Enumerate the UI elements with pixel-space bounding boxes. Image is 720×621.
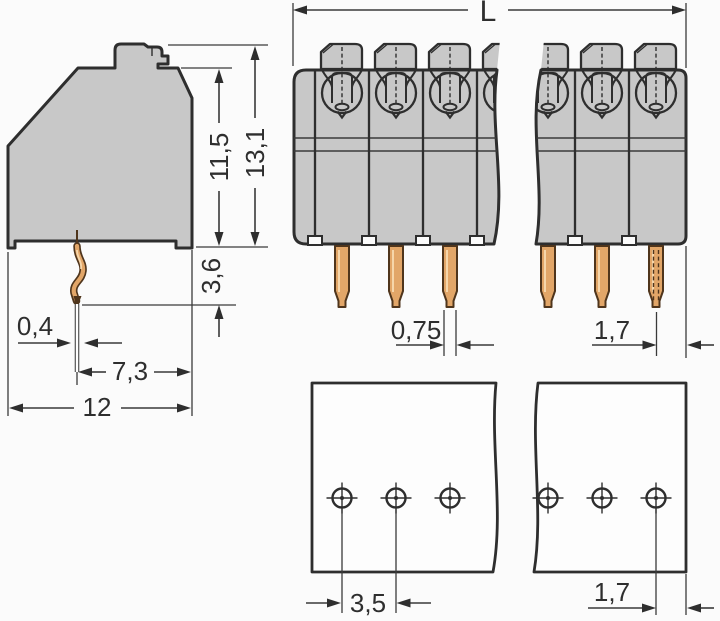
dim-pin-tip-width-label: 0,4	[17, 311, 53, 341]
front-view: L 0,75 1,7	[292, 0, 714, 358]
dim-total-height-label: 13,1	[240, 128, 270, 179]
dim-total-height: 13,1	[240, 46, 270, 246]
pcb-drilling-view: 3,5 1,7	[306, 381, 714, 618]
dim-pin-to-end: 1,7	[592, 246, 714, 358]
dim-pitch: 3,5	[306, 509, 431, 618]
housing-side-profile	[6, 42, 194, 250]
solder-pin-hidden-lines	[652, 250, 660, 302]
solder-pin	[540, 245, 556, 308]
dim-pin-width-label: 0,75	[391, 315, 442, 345]
dim-pitch-label: 3,5	[350, 588, 386, 618]
dim-body-height-label: 11,5	[204, 133, 234, 182]
solder-pin	[594, 245, 610, 308]
terminal-unit	[319, 42, 364, 119]
solder-pin	[648, 245, 664, 308]
dim-hole-to-edge-label: 1,7	[594, 577, 630, 607]
dim-hole-to-edge: 1,7	[588, 509, 714, 615]
terminal-unit-partial	[536, 42, 570, 119]
solder-pin	[388, 245, 404, 308]
side-extension-lines	[7, 44, 268, 416]
terminal-unit	[427, 42, 472, 119]
dim-pin-to-end-label: 1,7	[594, 315, 630, 345]
solder-pin	[442, 245, 458, 308]
pcb-outline-right	[532, 381, 688, 574]
terminal-unit	[373, 42, 418, 119]
dim-pin-length-label: 3,6	[196, 258, 226, 294]
solder-pin	[334, 245, 350, 308]
solder-pin-side	[70, 230, 87, 372]
dim-depth-label: 12	[83, 392, 112, 422]
dim-pin-width: 0,75	[391, 310, 494, 356]
dim-depth: 12	[9, 392, 191, 422]
dim-pin-length: 3,6	[196, 258, 226, 337]
terminal-unit-partial	[481, 42, 500, 119]
dim-total-length: L	[292, 0, 687, 68]
dim-body-height: 11,5	[204, 69, 234, 246]
pcb-outline-left	[310, 381, 499, 574]
terminal-unit	[633, 42, 678, 119]
side-view: 11,5 13,1 3,6 0,4	[6, 42, 270, 422]
front-left-details	[294, 42, 500, 236]
dim-pin-tip-width: 0,4	[17, 311, 122, 348]
terminal-unit	[579, 42, 624, 119]
bottom-notches	[307, 235, 637, 246]
dim-total-length-label: L	[480, 0, 497, 28]
dim-pin-to-back-label: 7,3	[112, 356, 148, 386]
dim-pin-to-back: 7,3	[78, 356, 191, 386]
front-right-details	[536, 42, 686, 236]
